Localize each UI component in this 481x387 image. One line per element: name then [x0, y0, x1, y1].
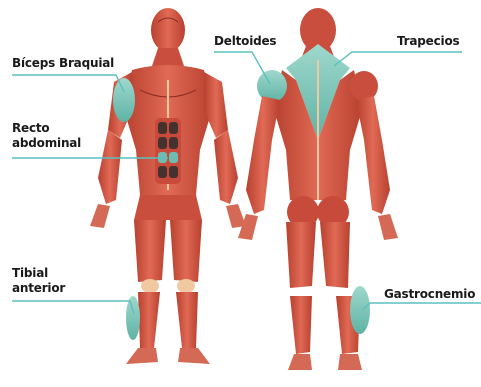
label-biceps-text: Bíceps Braquial	[12, 56, 114, 71]
front-head	[151, 8, 185, 52]
back-right-foot	[338, 354, 362, 370]
front-right-forearm	[214, 130, 238, 204]
leader-tibial	[12, 301, 134, 314]
front-left-shin	[138, 292, 160, 348]
label-recto-line2: abdominal	[12, 136, 81, 151]
back-right-arm	[356, 96, 390, 214]
back-right-hand	[378, 214, 398, 240]
front-right-shin	[176, 292, 198, 348]
label-recto-line1: Recto	[12, 121, 81, 136]
label-deltoides-text: Deltoides	[214, 34, 276, 49]
recto-abdominal-highlight	[155, 118, 181, 184]
front-left-foot	[126, 348, 158, 364]
label-tibial-line2: anterior	[12, 281, 65, 296]
front-pelvis	[134, 195, 202, 220]
back-right-thigh	[320, 222, 350, 288]
front-right-foot	[178, 348, 210, 364]
label-deltoides: Deltoides	[214, 34, 276, 49]
front-right-upper-arm	[204, 72, 228, 138]
label-tibial-anterior: Tibial anterior	[12, 266, 65, 296]
back-left-arm	[246, 96, 280, 214]
front-left-hand	[90, 204, 110, 228]
leader-lines	[12, 52, 481, 314]
label-recto-abdominal: Recto abdominal	[12, 121, 81, 151]
label-trapecios-text: Trapecios	[397, 34, 459, 49]
back-left-thigh	[286, 222, 316, 288]
front-left-thigh	[134, 220, 166, 282]
deltoid-highlight	[257, 70, 287, 102]
biceps-highlight	[113, 78, 135, 122]
label-gastrocnemio: Gastrocnemio	[384, 287, 475, 302]
front-neck	[152, 48, 184, 66]
leader-gastrocnemio	[362, 303, 481, 310]
front-right-thigh	[170, 220, 202, 282]
back-left-foot	[288, 354, 312, 370]
label-biceps-braquial: Bíceps Braquial	[12, 56, 114, 71]
back-left-calf	[290, 296, 312, 354]
label-trapecios: Trapecios	[397, 34, 459, 49]
label-tibial-line1: Tibial	[12, 266, 65, 281]
label-gastrocnemio-text: Gastrocnemio	[384, 287, 475, 302]
leader-trapecios	[334, 52, 462, 66]
back-figure	[238, 8, 398, 370]
front-left-forearm	[98, 130, 122, 204]
gastrocnemius-highlight	[350, 286, 370, 334]
tibial-anterior-highlight	[126, 296, 140, 340]
leader-biceps	[12, 75, 124, 92]
